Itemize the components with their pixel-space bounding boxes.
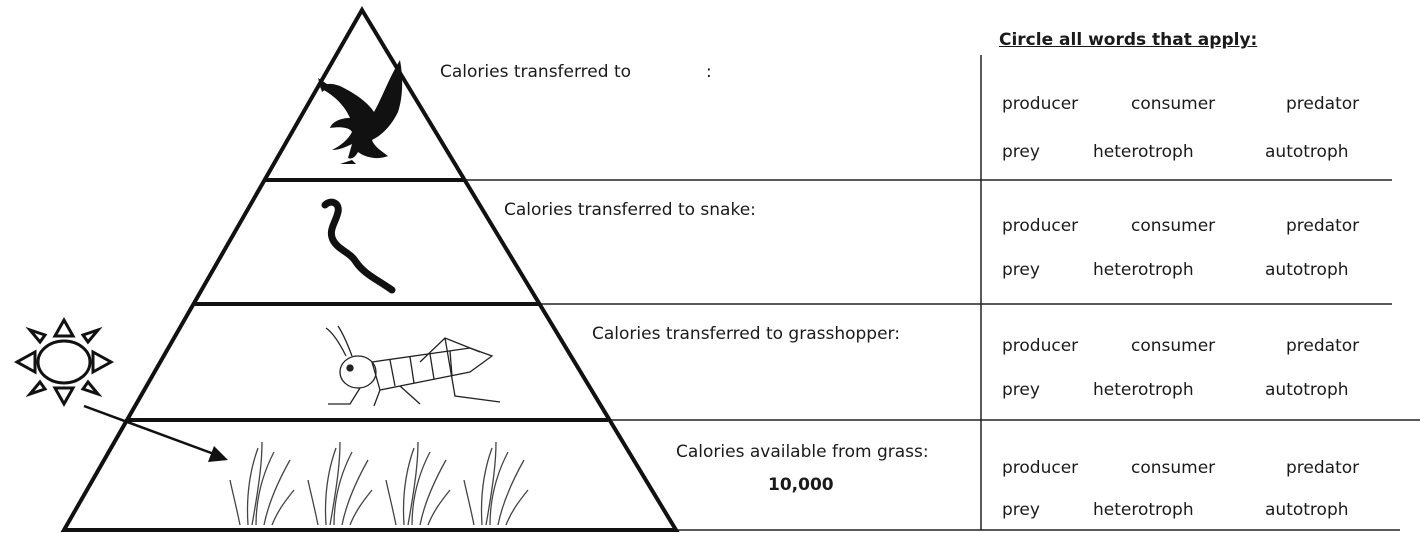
- choice-predator[interactable]: predator: [1286, 336, 1359, 356]
- choice-predator[interactable]: predator: [1286, 458, 1359, 478]
- choice-predator[interactable]: predator: [1286, 94, 1359, 114]
- choice-producer[interactable]: producer: [1002, 458, 1078, 478]
- level-grass-label: Calories available from grass:: [676, 442, 929, 462]
- grasshopper-icon: [326, 326, 500, 406]
- eagle-label-text: Calories transferred to: [440, 62, 631, 82]
- choice-prey[interactable]: prey: [1002, 142, 1040, 162]
- choice-heterotroph[interactable]: heterotroph: [1093, 260, 1194, 280]
- choice-consumer[interactable]: consumer: [1131, 458, 1215, 478]
- choice-heterotroph[interactable]: heterotroph: [1093, 142, 1194, 162]
- choice-consumer[interactable]: consumer: [1131, 94, 1215, 114]
- choice-consumer[interactable]: consumer: [1131, 336, 1215, 356]
- choice-heterotroph[interactable]: heterotroph: [1093, 380, 1194, 400]
- pyramid-outline: [64, 10, 676, 530]
- choice-autotroph[interactable]: autotroph: [1265, 500, 1349, 520]
- choice-prey[interactable]: prey: [1002, 380, 1040, 400]
- choice-prey[interactable]: prey: [1002, 260, 1040, 280]
- grass-icon: [230, 442, 528, 525]
- choice-consumer[interactable]: consumer: [1131, 216, 1215, 236]
- level-eagle-label: Calories transferred to: [440, 62, 631, 82]
- snake-icon: [325, 202, 392, 290]
- level-grasshopper-label: Calories transferred to grasshopper:: [592, 324, 900, 344]
- eagle-icon: [318, 60, 402, 164]
- choice-prey[interactable]: prey: [1002, 500, 1040, 520]
- choice-producer[interactable]: producer: [1002, 216, 1078, 236]
- choice-heterotroph[interactable]: heterotroph: [1093, 500, 1194, 520]
- choice-predator[interactable]: predator: [1286, 216, 1359, 236]
- level-snake-label: Calories transferred to snake:: [504, 200, 756, 220]
- choice-autotroph[interactable]: autotroph: [1265, 260, 1349, 280]
- choice-autotroph[interactable]: autotroph: [1265, 380, 1349, 400]
- choice-autotroph[interactable]: autotroph: [1265, 142, 1349, 162]
- level-eagle-label-colon: :: [706, 62, 712, 82]
- level-grass-value: 10,000: [768, 475, 834, 495]
- sun-icon: [17, 320, 111, 404]
- instruction-header: Circle all words that apply:: [999, 30, 1257, 50]
- choice-producer[interactable]: producer: [1002, 336, 1078, 356]
- choice-producer[interactable]: producer: [1002, 94, 1078, 114]
